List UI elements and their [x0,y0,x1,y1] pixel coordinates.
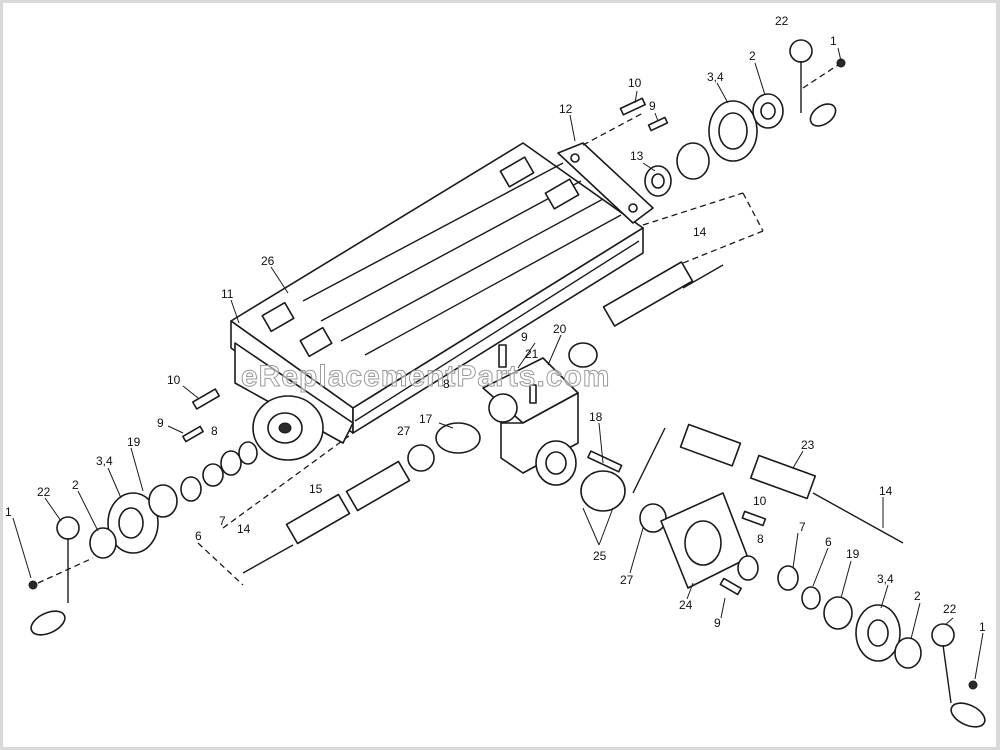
label-8-left: 8 [211,424,218,438]
label-10-left: 10 [167,373,181,387]
label-11: 11 [221,287,234,301]
left-handwheel-assembly [28,388,258,636]
parts-diagram-sheet: eReplacementParts.com [3,3,996,747]
label-22-top: 22 [775,14,789,28]
label-8-mid: 8 [443,377,450,391]
exploded-parts-diagram: eReplacementParts.com [5,14,986,728]
label-1-left: 1 [5,505,12,519]
label-26: 26 [261,254,275,268]
middle-lead-screw [197,422,481,586]
label-13: 13 [630,149,644,163]
label-7-right: 7 [799,520,806,534]
upper-right-assembly [582,39,846,197]
label-22-left: 22 [37,485,51,499]
leader-lines [12,47,984,680]
nut-block [482,344,579,486]
watermark-text: eReplacementParts.com [241,360,611,393]
label-19-left: 19 [127,435,141,449]
label-18: 18 [589,410,603,424]
label-19-right: 19 [846,547,860,561]
part-labels: 1 22 2 3,4 10 9 12 13 14 26 11 9 20 21 1… [5,14,986,634]
label-9-top: 9 [649,99,656,113]
label-25: 25 [593,549,607,563]
label-27-mid: 27 [397,424,411,438]
right-bracket [557,142,654,224]
label-9-mid: 9 [521,330,528,344]
left-end-block [234,342,354,461]
label-2-top: 2 [749,49,756,63]
label-8-right: 8 [757,532,764,546]
label-7-left: 7 [219,514,226,528]
label-9-left: 9 [157,416,164,430]
label-27-right: 27 [620,573,634,587]
label-20: 20 [553,322,567,336]
label-1-top: 1 [830,34,837,48]
label-1-right: 1 [979,620,986,634]
label-10-top: 10 [628,76,642,90]
label-17: 17 [419,412,433,426]
upper-lead-screw [568,192,764,368]
label-12: 12 [559,102,573,116]
label-3-4-top: 3,4 [707,70,724,84]
label-22-right: 22 [943,602,957,616]
label-3-4-left: 3,4 [96,454,113,468]
label-14-top: 14 [693,225,707,239]
label-10-right: 10 [753,494,767,508]
label-23: 23 [801,438,815,452]
label-6-left: 6 [195,529,202,543]
label-2-right: 2 [914,589,921,603]
label-14-right: 14 [879,484,893,498]
label-6-right: 6 [825,535,832,549]
label-3-4-right: 3,4 [877,572,894,586]
label-21: 21 [525,347,539,361]
label-2-left: 2 [72,478,79,492]
lower-right-assembly [580,423,986,728]
label-15: 15 [309,482,323,496]
label-24: 24 [679,598,693,612]
label-9-right: 9 [714,616,721,630]
table-body [230,142,644,434]
label-14-left: 14 [237,522,251,536]
